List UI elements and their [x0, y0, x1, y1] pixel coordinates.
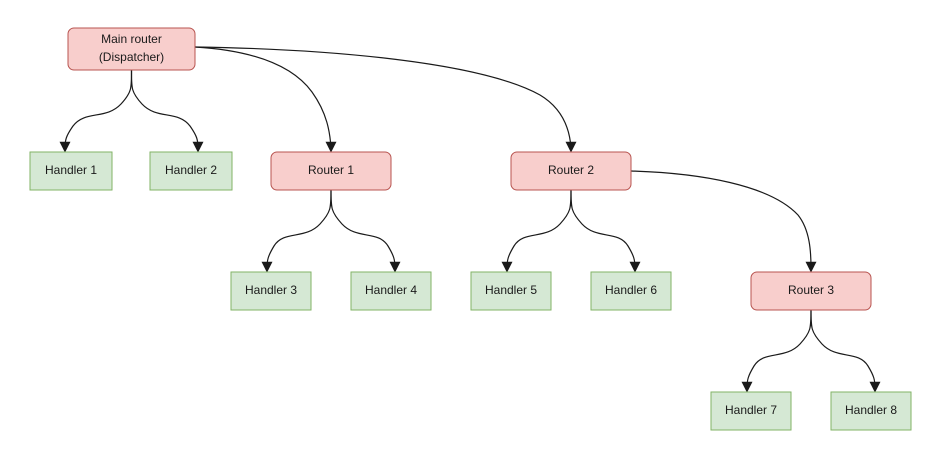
node-box[interactable]: [270, 151, 392, 191]
arrow-head-icon: [741, 381, 753, 393]
node-box[interactable]: [510, 151, 632, 191]
node-handler3[interactable]: Handler 3: [230, 271, 312, 311]
node-box[interactable]: [350, 271, 432, 311]
edge-line: [506, 189, 572, 269]
edge-line: [570, 189, 636, 269]
edge-line: [330, 189, 396, 269]
node-handler4[interactable]: Handler 4: [350, 271, 432, 311]
node-box[interactable]: [29, 151, 113, 191]
node-handler8[interactable]: Handler 8: [830, 391, 912, 431]
node-box[interactable]: [230, 271, 312, 311]
node-box[interactable]: [590, 271, 672, 311]
node-router2[interactable]: Router 2: [510, 151, 632, 191]
node-handler5[interactable]: Handler 5: [470, 271, 552, 311]
edge-main-handler2: [130, 69, 204, 153]
edge-main-router1: [194, 46, 337, 153]
arrow-head-icon: [869, 381, 881, 393]
node-box[interactable]: [750, 271, 872, 311]
edge-router3-handler8: [810, 309, 881, 393]
node-handler6[interactable]: Handler 6: [590, 271, 672, 311]
edge-line: [810, 309, 876, 389]
edge-main-handler1: [59, 69, 133, 153]
arrow-head-icon: [805, 261, 817, 273]
edge-router2-handler6: [570, 189, 641, 273]
node-main[interactable]: Main router(Dispatcher): [67, 27, 196, 71]
node-box[interactable]: [710, 391, 792, 431]
edge-line: [266, 189, 332, 269]
edge-line: [194, 46, 332, 149]
edge-line: [194, 46, 572, 149]
node-router1[interactable]: Router 1: [270, 151, 392, 191]
edge-router2-router3: [630, 170, 817, 273]
edge-router2-handler5: [501, 189, 572, 273]
node-router3[interactable]: Router 3: [750, 271, 872, 311]
edge-router1-handler4: [330, 189, 401, 273]
arrow-head-icon: [629, 261, 641, 273]
arrow-head-icon: [565, 141, 577, 153]
edge-router1-handler3: [261, 189, 332, 273]
edge-line: [630, 170, 812, 269]
node-box[interactable]: [830, 391, 912, 431]
node-box[interactable]: [470, 271, 552, 311]
edge-line: [130, 69, 199, 149]
arrow-head-icon: [192, 141, 204, 153]
arrow-head-icon: [261, 261, 273, 273]
arrow-head-icon: [501, 261, 513, 273]
edge-line: [746, 309, 812, 389]
node-handler7[interactable]: Handler 7: [710, 391, 792, 431]
edges-layer: [59, 46, 881, 393]
node-handler1[interactable]: Handler 1: [29, 151, 113, 191]
arrow-head-icon: [389, 261, 401, 273]
nodes-layer: Main router(Dispatcher) Handler 1 Handler …: [29, 27, 912, 431]
arrow-head-icon: [59, 141, 71, 153]
arrow-head-icon: [325, 141, 337, 153]
edge-router3-handler7: [741, 309, 812, 393]
edge-main-router2: [194, 46, 577, 153]
node-handler2[interactable]: Handler 2: [149, 151, 233, 191]
node-box[interactable]: [67, 27, 196, 71]
edge-line: [64, 69, 133, 149]
node-box[interactable]: [149, 151, 233, 191]
